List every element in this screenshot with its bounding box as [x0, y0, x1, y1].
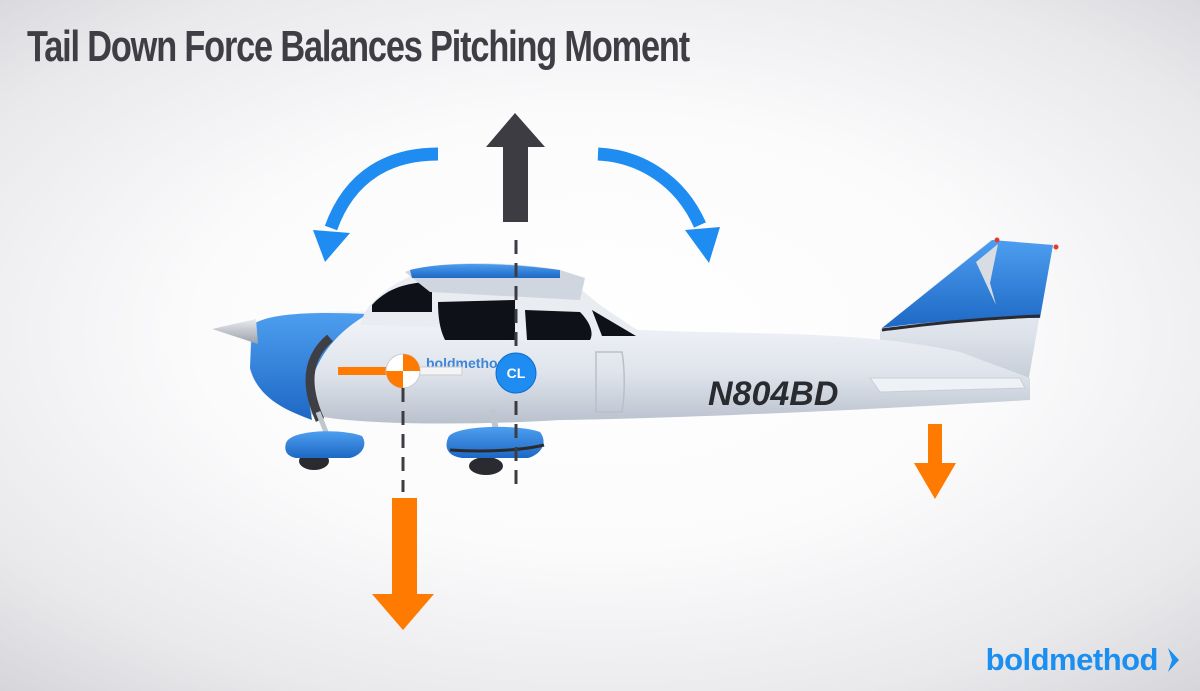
weight-arrow	[372, 498, 434, 630]
brand-logo[interactable]: boldmethod	[986, 642, 1180, 678]
tail-down-force-arrow	[914, 424, 956, 499]
center-of-lift-label: CL	[507, 365, 526, 381]
tail-down-moment-arrow	[597, 147, 720, 263]
center-of-lift-badge: CL	[495, 352, 537, 394]
registration-number: N804BD	[708, 375, 838, 413]
diagram-title: Tail Down Force Balances Pitching Moment	[27, 22, 690, 71]
main-gear	[446, 409, 545, 475]
chevron-right-icon	[1168, 648, 1179, 672]
nose-down-moment-arrow	[313, 147, 439, 262]
lift-arrow	[486, 113, 545, 222]
nose-gear	[285, 411, 365, 470]
brand-name: boldmethod	[985, 642, 1159, 677]
aircraft-illustration: boldmethod N804BD	[212, 237, 1059, 475]
center-of-gravity-marker	[338, 353, 463, 389]
